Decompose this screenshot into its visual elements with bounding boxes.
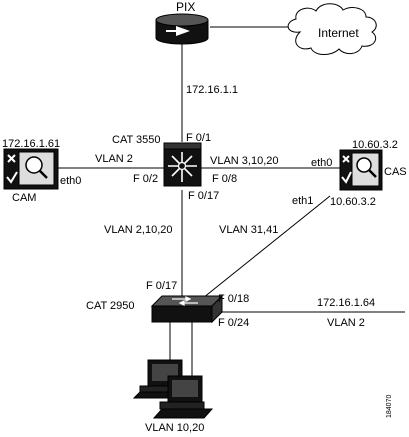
- port-f017-cat3550: F 0/17: [188, 190, 220, 202]
- port-f08: F 0/8: [212, 173, 238, 185]
- figure-id: 184070: [386, 394, 393, 418]
- vlan-cas-eth1: VLAN 31,41: [219, 224, 279, 236]
- cas-label: CAS: [384, 166, 407, 178]
- cas-eth1: eth1: [292, 195, 314, 207]
- port-f018: F 0/18: [218, 293, 250, 305]
- cat3550-label: CAT 3550: [112, 134, 161, 146]
- pix-firewall-icon: [155, 13, 209, 45]
- vlan-hosts: VLAN 10,20: [145, 422, 205, 434]
- internet-label: Internet: [318, 26, 359, 40]
- cam-label: CAM: [12, 192, 37, 204]
- cas-ip-top: 10.60.3.2: [352, 139, 398, 151]
- cas-eth0: eth0: [311, 157, 333, 169]
- internet-cloud-icon: [287, 3, 377, 55]
- cam-ip: 172.16.1.61: [2, 138, 61, 150]
- link-cas-cat2950: [197, 195, 331, 303]
- cat2950-label: CAT 2950: [86, 300, 135, 312]
- vlan-cas-link: VLAN 3,10,20: [210, 155, 279, 167]
- pix-label: PIX: [176, 0, 196, 14]
- workstation-icon-front: [152, 375, 214, 419]
- vlan-trunk: VLAN 2,10,20: [104, 224, 173, 236]
- port-f024: F 0/24: [218, 317, 250, 329]
- cas-ip-bottom: 10.60.3.2: [330, 196, 376, 208]
- cat3550-switch-icon: [163, 142, 202, 187]
- cas-appliance-icon: [339, 149, 383, 191]
- cam-eth0: eth0: [60, 175, 82, 187]
- cam-appliance-icon: [3, 148, 59, 190]
- pix-link-ip: 172.16.1.1: [186, 84, 238, 96]
- uplink-ip: 172.16.1.64: [317, 297, 376, 309]
- vlan-cam-link: VLAN 2: [95, 153, 133, 165]
- vlan-uplink: VLAN 2: [327, 317, 365, 329]
- port-f02: F 0/2: [133, 173, 159, 185]
- cat2950-switch-icon: [150, 294, 224, 324]
- port-f01: F 0/1: [186, 132, 212, 144]
- port-f017-cat2950: F 0/17: [146, 280, 178, 292]
